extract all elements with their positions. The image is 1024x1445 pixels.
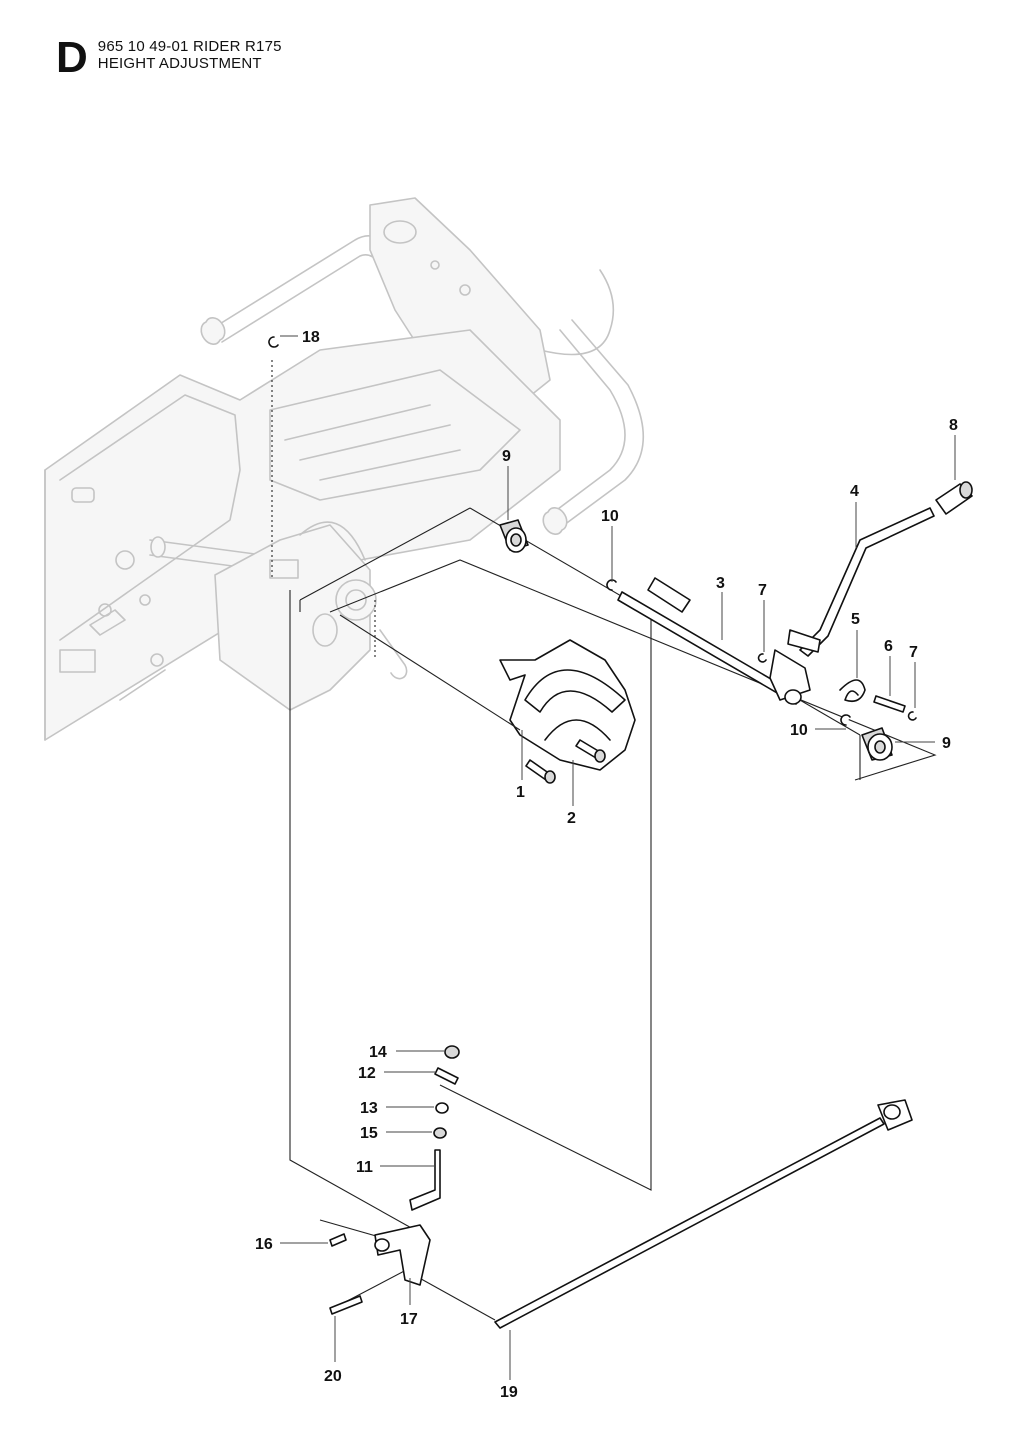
ghost-frame <box>44 197 645 741</box>
callout-labels: 18 9 10 3 7 4 8 5 6 7 10 9 1 2 14 12 13 … <box>255 329 958 1401</box>
callout-15: 15 <box>360 1125 378 1142</box>
part-10-clip-upper <box>606 579 617 591</box>
part-18-clip <box>268 336 279 348</box>
callout-18: 18 <box>302 329 320 346</box>
part-9-bushing-upper <box>499 519 529 553</box>
diagram-title: HEIGHT ADJUSTMENT <box>97 55 262 72</box>
part-1-height-sector <box>339 614 636 771</box>
callout-6: 6 <box>884 638 893 655</box>
parts <box>268 336 973 1329</box>
callout-2: 2 <box>567 810 576 827</box>
callout-19: 19 <box>500 1384 518 1401</box>
part-12-bolt <box>434 1067 459 1085</box>
callout-7-right: 7 <box>909 644 918 661</box>
part-8-grip <box>935 481 973 515</box>
callout-10-lower: 10 <box>790 722 808 739</box>
header-text: 965 10 49-01 RIDER R175 HEIGHT ADJUSTMEN… <box>98 36 282 72</box>
callout-9-lower: 9 <box>942 735 951 752</box>
assembly-lines <box>271 360 937 1321</box>
part-20-pin <box>329 1295 363 1315</box>
callout-16: 16 <box>255 1236 273 1253</box>
part-11-adjust-rod <box>409 1149 441 1211</box>
part-2-bolts <box>525 739 606 784</box>
callout-13: 13 <box>360 1100 378 1117</box>
callout-12: 12 <box>358 1065 376 1082</box>
callout-11: 11 <box>356 1159 373 1176</box>
part-9-bushing-lower <box>861 727 893 761</box>
callout-5: 5 <box>851 611 860 628</box>
callout-17: 17 <box>400 1311 418 1328</box>
callout-9-upper: 9 <box>502 448 511 465</box>
callout-14: 14 <box>369 1044 387 1061</box>
part-19-link-rod <box>494 1099 913 1329</box>
part-15-washer <box>433 1127 447 1139</box>
callout-7-left: 7 <box>758 582 767 599</box>
part-7-clip-left <box>757 653 767 663</box>
part-5-spring <box>839 679 866 703</box>
callout-10-upper: 10 <box>601 508 619 525</box>
part-16-pin <box>329 1233 347 1247</box>
part-7-clip-right <box>907 711 917 721</box>
diagram-header: D 965 10 49-01 RIDER R175 HEIGHT ADJUSTM… <box>56 36 282 80</box>
part-10-clip-lower <box>840 714 851 726</box>
part-6-pin <box>873 695 906 713</box>
part-number-line: 965 10 49-01 RIDER R175 <box>97 38 282 55</box>
part-3-lift-shaft <box>617 577 811 705</box>
part-13-washer <box>435 1102 449 1114</box>
callout-1: 1 <box>516 784 525 801</box>
callout-3: 3 <box>716 575 725 592</box>
part-14-nut <box>444 1045 460 1059</box>
part-4-height-lever <box>787 507 935 657</box>
callout-8: 8 <box>949 417 958 434</box>
part-17-hole <box>374 1238 390 1252</box>
callout-leaders <box>280 335 956 1380</box>
callout-4: 4 <box>850 483 859 500</box>
part-17-lift-arm <box>374 1224 431 1286</box>
callout-20: 20 <box>324 1368 342 1385</box>
section-letter: D <box>56 33 88 82</box>
